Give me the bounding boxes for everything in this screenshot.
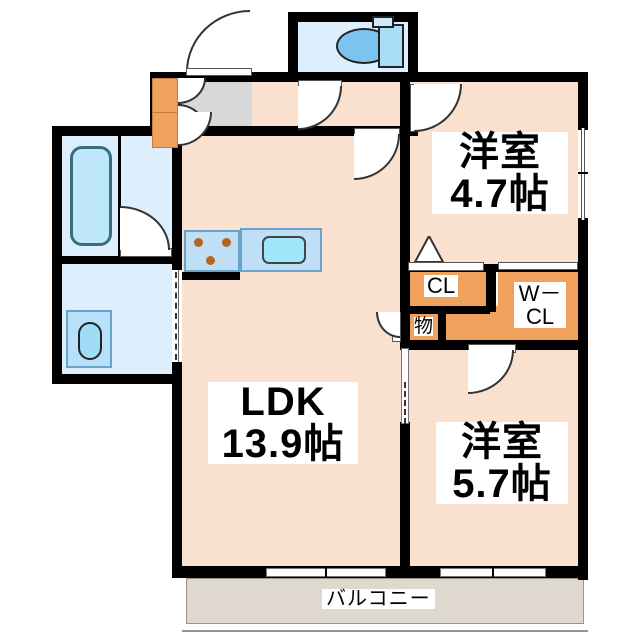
room-label-bedroom-4-7: 洋室 4.7帖 — [432, 132, 568, 214]
wall-right-outer — [578, 72, 588, 580]
toilet-lid — [372, 16, 394, 28]
room-label-size: 5.7帖 — [452, 462, 552, 506]
room-label-name: LDK — [240, 380, 326, 424]
closet-label-text: CL — [427, 273, 456, 298]
wall-bath-inner-divider — [118, 136, 121, 256]
stove-counter — [184, 230, 240, 272]
bathtub — [70, 146, 112, 246]
burner-icon — [194, 238, 203, 247]
balcony-label: バルコニー — [322, 589, 435, 609]
room-label-ldk: LDK 13.9帖 — [208, 382, 358, 464]
shoe-closet-lower — [152, 112, 178, 148]
balcony-sliding-door-ldk-mullion — [325, 566, 327, 578]
balcony-label-text: バルコニー — [326, 588, 431, 610]
wall-hall-ldk — [172, 126, 418, 136]
burner-icon — [206, 256, 215, 265]
room-label-size: 13.9帖 — [221, 422, 345, 466]
window-washroom-track — [175, 272, 177, 360]
wall-entrance-top — [150, 72, 262, 82]
window-washroom[interactable] — [172, 270, 182, 362]
wall-toilet-right — [408, 12, 418, 80]
cl-folding-door-icon — [413, 233, 445, 263]
room-label-size: 4.7帖 — [450, 172, 550, 216]
window-washroom-glazing — [178, 270, 182, 362]
closet-label-mono: 物 — [414, 316, 434, 337]
window-bedroom-4-7-mullion — [578, 172, 588, 174]
closet-label-text: 物 — [414, 316, 434, 337]
closet-label-wcl: W－ CL — [514, 281, 566, 330]
sliding-partition-track — [404, 382, 406, 424]
front-door-swing[interactable] — [186, 10, 250, 72]
wall-wet-bottom — [52, 374, 182, 384]
room-label-bedroom-5-7: 洋室 5.7帖 — [436, 422, 568, 504]
wall-bath-washroom-divider — [62, 256, 182, 264]
window-bedroom-4-7-glazing — [581, 128, 585, 220]
wall-ldk-left-upper — [172, 126, 182, 374]
wall-mono-right — [438, 306, 446, 348]
toilet-tank — [378, 24, 404, 68]
closet-label-cl: CL — [424, 273, 459, 298]
washbasin — [78, 322, 102, 360]
wall-bed57-left — [400, 422, 410, 572]
room-label-name: 洋室 — [461, 420, 543, 464]
room-label-name: 洋室 — [459, 130, 541, 174]
kitchen-base — [182, 272, 240, 280]
wcl-door-leaf[interactable] — [498, 262, 578, 270]
closet-label-line1: W－ — [518, 281, 562, 306]
kitchen-sink — [262, 236, 306, 264]
wall-ldk-left-lower — [172, 374, 182, 578]
wall-closet-left — [400, 264, 410, 350]
balcony-rail — [182, 630, 588, 632]
cl-door-marker[interactable] — [412, 233, 446, 264]
closet-label-line2: CL — [525, 304, 555, 330]
balcony-sliding-door-bedroom-mullion — [492, 566, 494, 578]
wall-bed47-left — [400, 72, 410, 272]
wall-toilet-top — [288, 12, 418, 22]
ldk-floor — [182, 134, 410, 572]
wall-toilet-left — [288, 12, 298, 80]
wall-top-main — [252, 72, 588, 82]
wall-wet-top — [52, 126, 182, 136]
burner-icon — [222, 238, 231, 247]
wall-cl-right — [486, 264, 496, 312]
wall-wet-left — [52, 126, 62, 384]
cl-door-leaf[interactable] — [408, 262, 484, 271]
front-door-leaf[interactable] — [186, 68, 252, 76]
